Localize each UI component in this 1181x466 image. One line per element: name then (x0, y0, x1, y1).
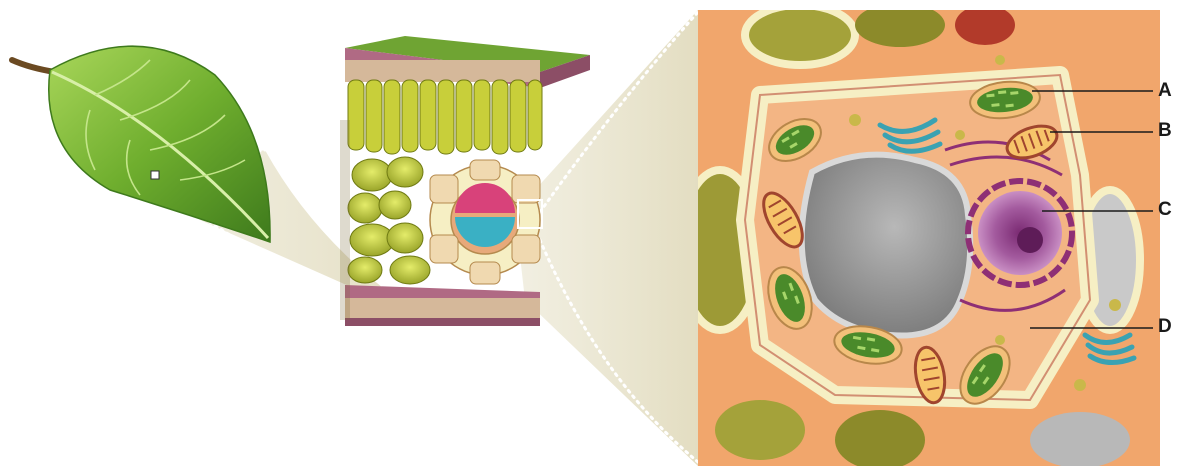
magnified-cell-panel (680, 3, 1160, 466)
label-b: B (1158, 121, 1172, 140)
vacuole (802, 155, 971, 336)
label-c: C (1158, 200, 1172, 219)
leaf-illustration (12, 46, 270, 242)
label-d: D (1158, 317, 1172, 336)
label-a: A (1158, 81, 1172, 100)
